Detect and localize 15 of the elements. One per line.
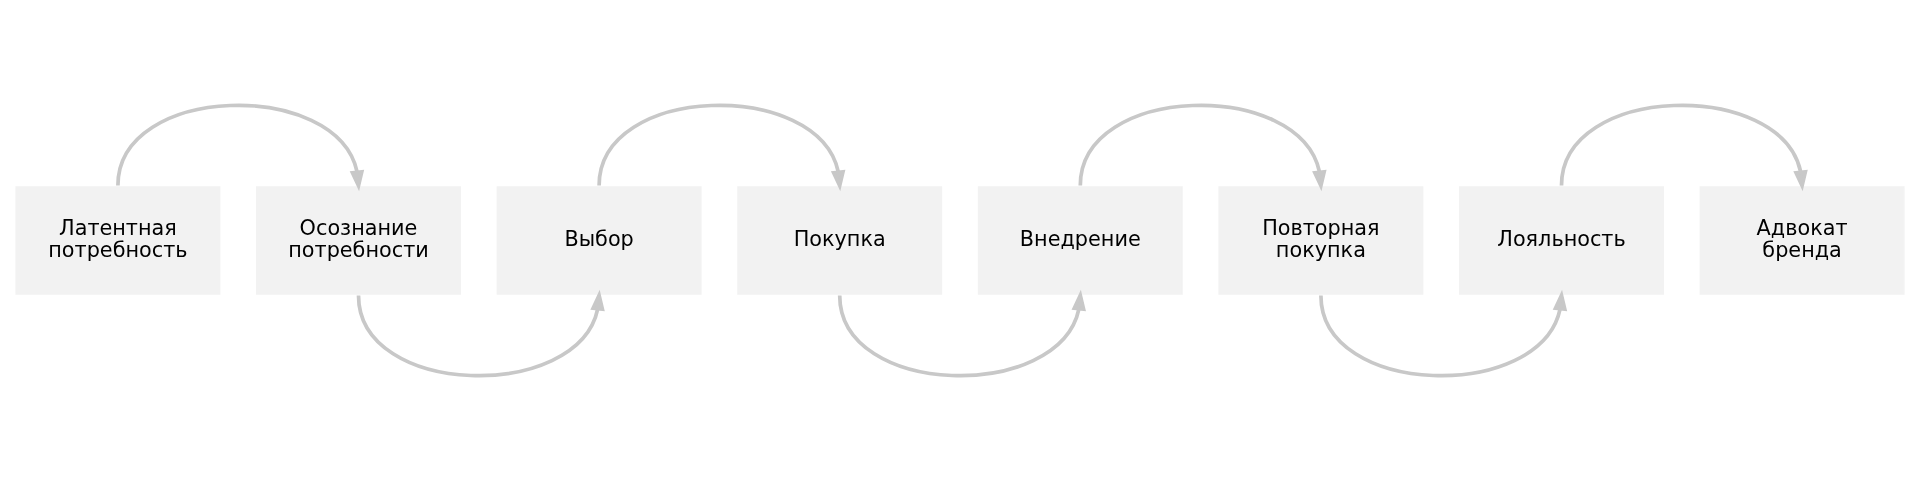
arrow <box>597 103 846 192</box>
arrow <box>1078 103 1327 192</box>
node-box: Повторная покупка <box>1218 186 1424 295</box>
node-box: Покупка <box>737 186 943 295</box>
arrow <box>837 289 1086 378</box>
arrow <box>356 289 605 378</box>
arrow <box>1319 289 1568 378</box>
node-box: Лояльность <box>1459 186 1664 295</box>
node-box: Выбор <box>496 186 702 295</box>
node-box: Внедрение <box>977 186 1183 295</box>
node-box: Осознание потребности <box>256 186 461 295</box>
arrow <box>1559 103 1808 192</box>
arrow <box>116 103 365 192</box>
node-box: Латентная потребность <box>15 186 221 295</box>
node-box: Адвокат бренда <box>1699 186 1905 295</box>
